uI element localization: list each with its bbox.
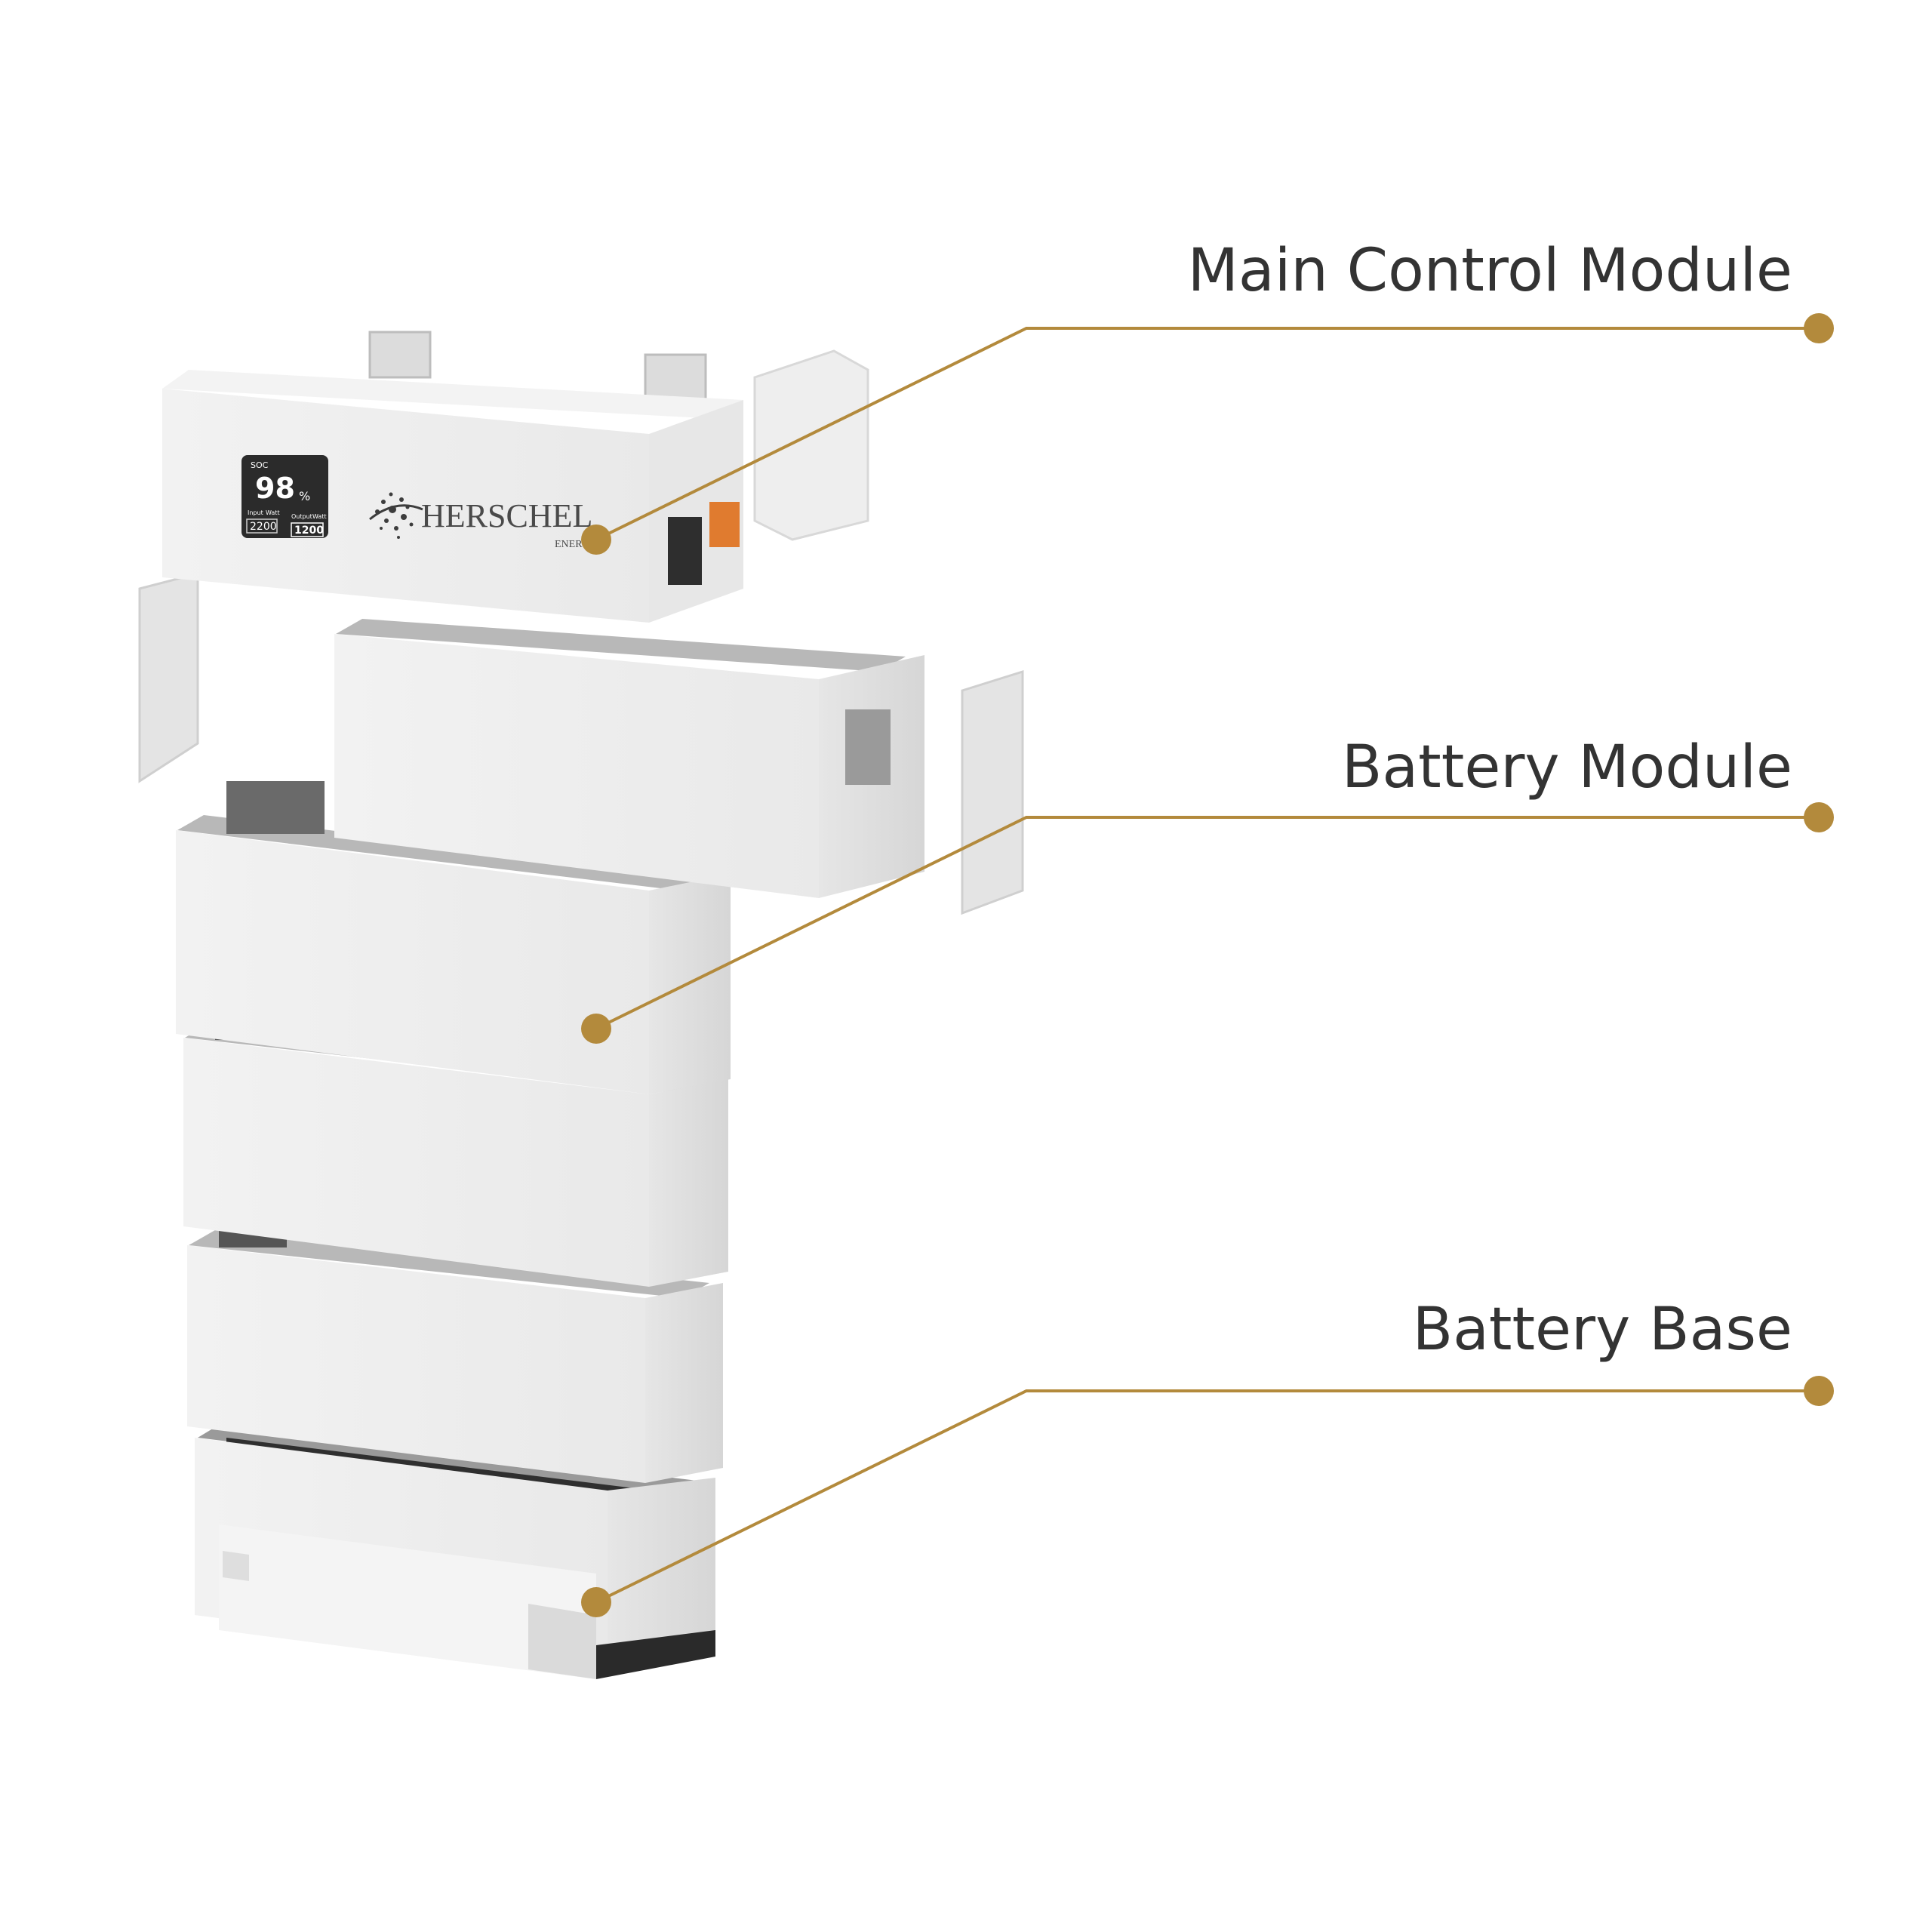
mcm-connector-orange	[709, 502, 740, 547]
module3-top	[189, 1230, 709, 1298]
module3-side	[645, 1283, 723, 1483]
display-screen	[242, 455, 328, 538]
callout-dot-start	[581, 1587, 611, 1617]
leader-line-battery-base	[595, 1389, 1819, 1604]
module-top-face	[334, 634, 819, 898]
right-side-cover	[961, 669, 1024, 915]
callout-battery-module: Battery Module	[581, 734, 1834, 1044]
module3-face	[187, 1245, 645, 1483]
battery-module-top	[334, 619, 924, 898]
input-value: 2200	[250, 521, 277, 533]
base-side	[608, 1478, 715, 1668]
leader-line-battery-module	[595, 816, 1819, 1030]
callout-label: Battery Module	[1342, 734, 1792, 801]
base-foot-left	[223, 1551, 249, 1581]
callout-dot-end	[1804, 313, 1834, 343]
callout-label: Battery Base	[1413, 1296, 1792, 1364]
mcm-cover	[753, 349, 869, 541]
callout-main-control: Main Control Module	[581, 237, 1834, 555]
soc-display: SOC 98 % Input Watt Output Watt 2200 120…	[242, 455, 328, 538]
callout-dot-start	[581, 525, 611, 555]
module1-face	[176, 830, 649, 1094]
brand-swoosh-icon	[369, 504, 423, 521]
battery-module-1	[176, 781, 731, 1094]
bracket-right	[644, 353, 707, 401]
callout-battery-base: Battery Base	[581, 1296, 1834, 1617]
base-foot-right	[528, 1604, 596, 1679]
soc-unit: %	[299, 489, 310, 503]
soc-label: SOC	[251, 460, 269, 470]
main-control-module: SOC 98 % Input Watt Output Watt 2200 120…	[162, 331, 869, 623]
battery-base	[195, 1423, 715, 1679]
left-side-cover	[138, 572, 199, 783]
module-top-top	[336, 619, 906, 672]
input-label: Input	[248, 509, 263, 516]
bracket-left	[368, 331, 432, 379]
mcm-connector-black	[668, 517, 702, 585]
module-top-port	[845, 709, 891, 785]
module2-face	[183, 1038, 649, 1287]
output-box	[291, 522, 324, 537]
soc-value: 98	[255, 472, 295, 505]
leader-line-main-control	[595, 327, 1819, 541]
output-value: 1200	[294, 525, 324, 537]
base-side-dark	[596, 1630, 715, 1679]
callout-dot-end	[1804, 802, 1834, 832]
brand-name: HERSCHEL	[421, 497, 592, 534]
input-sub: Watt	[266, 509, 280, 516]
battery-module-3	[187, 1226, 723, 1483]
callout-dot-end	[1804, 1376, 1834, 1406]
mcm-top	[162, 370, 743, 419]
input-box	[246, 518, 278, 534]
callout-label: Main Control Module	[1188, 237, 1792, 305]
module1-connector	[226, 781, 325, 834]
output-label: Output	[291, 513, 312, 520]
output-sub: Watt	[312, 513, 327, 520]
base-plinth	[219, 1524, 596, 1679]
module2-side	[649, 1079, 728, 1287]
callout-dot-start	[581, 1014, 611, 1044]
